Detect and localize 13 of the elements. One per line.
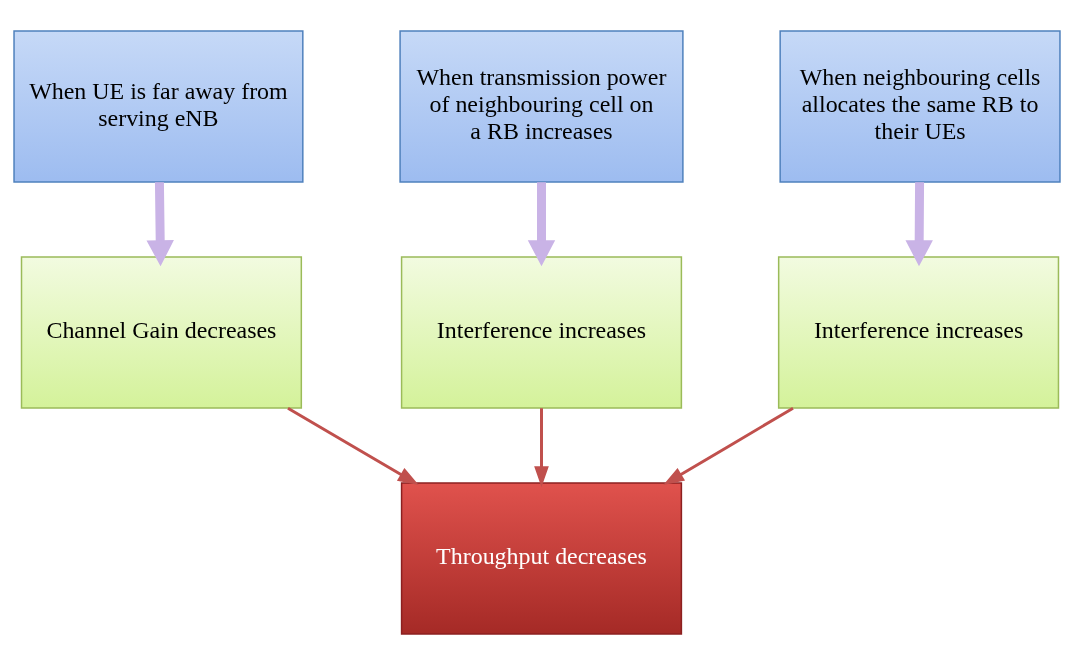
node-box: Channel Gain decreases [20,255,303,409]
node-box: When transmission power of neighbouring cell on a RB increases [399,29,684,183]
node-box: When neighbouring cells allocates the same RB to their UEs [779,29,1061,183]
arrow [146,181,174,266]
node-box: When UE is far away from serving eNB [13,29,304,183]
arrow [663,406,794,485]
node-box: Interference increases [400,255,683,409]
node-box: Throughput decreases [400,481,683,635]
node-box: Interference increases [777,255,1060,409]
arrow [905,181,933,266]
arrow [534,407,549,487]
arrow [287,406,419,485]
arrow [527,181,556,266]
